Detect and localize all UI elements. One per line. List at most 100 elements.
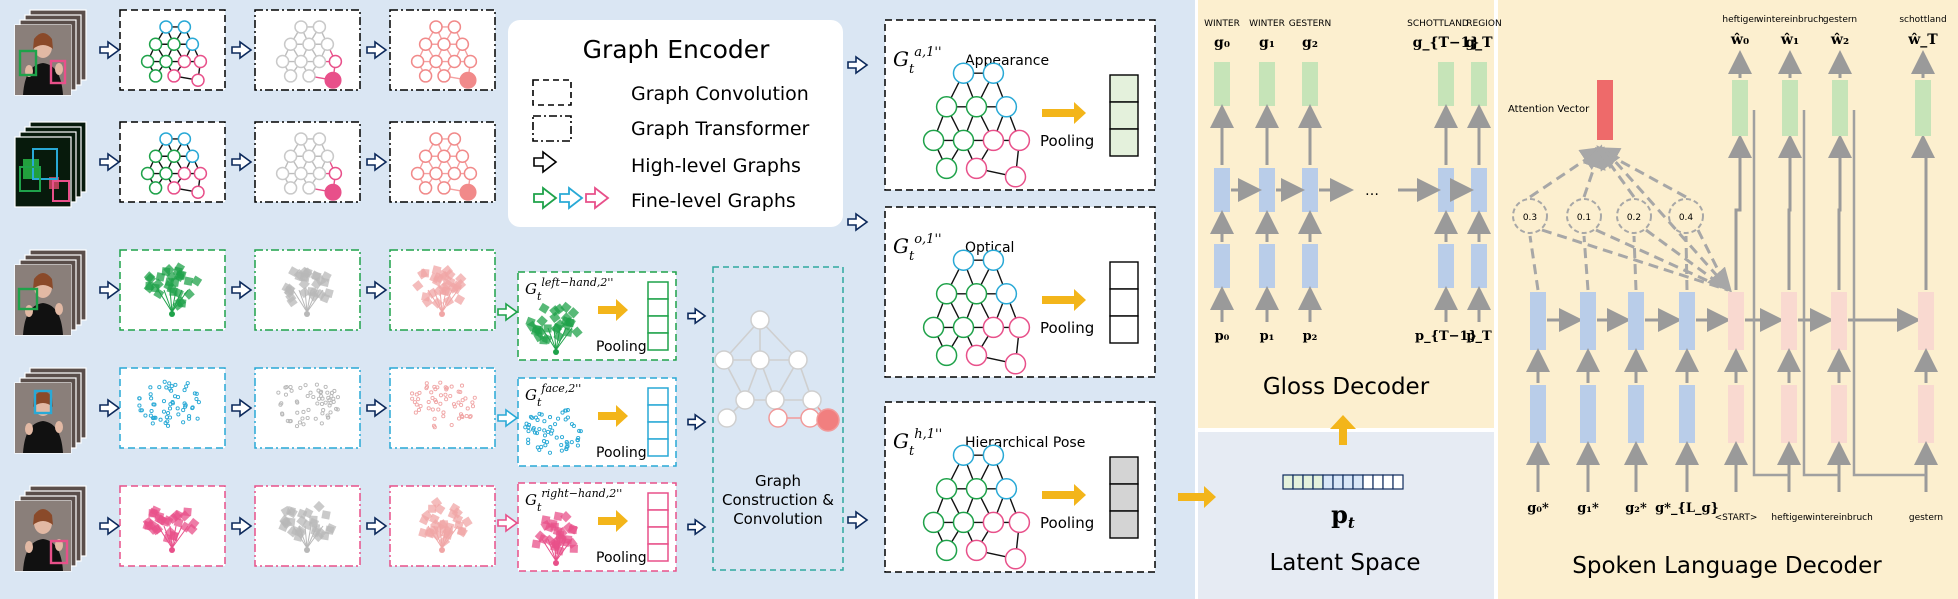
graph-node: [459, 71, 477, 89]
keypoint: [320, 411, 325, 416]
gloss-hidden-cell: [1214, 168, 1230, 212]
graph-node: [294, 166, 308, 181]
pooled-feature-cell: [1109, 74, 1139, 103]
output-word: schottland: [1899, 15, 1946, 25]
keypoint-link: [292, 289, 308, 313]
graph-node: [995, 96, 1018, 118]
fine-level-graph-box: Gtright−hand,2''Pooling: [497, 482, 707, 572]
gloss-ellipsis: …: [1365, 183, 1379, 199]
keypoint: [294, 271, 305, 282]
decoder-input-cell: [1831, 385, 1847, 443]
symbol-base: G: [893, 234, 909, 258]
keypoint: [547, 415, 553, 420]
high-graph-symbol: Gto,1'': [893, 232, 942, 264]
keypoint: [157, 385, 162, 390]
keypoint: [298, 278, 310, 290]
keypoint: [553, 349, 559, 355]
attention-link: [1595, 228, 1729, 292]
flow-arrow-icon: [231, 280, 253, 300]
graph-node: [159, 132, 173, 146]
output-cell: [1732, 80, 1748, 136]
keypoint: [560, 312, 573, 324]
symbol-sup: face,2'': [540, 382, 581, 395]
graph-node: [193, 166, 208, 181]
keypoint-link: [541, 538, 557, 562]
signer-hair: [33, 273, 53, 289]
attention-weight-node: [1512, 198, 1548, 234]
pooled-feature-cell: [647, 421, 669, 440]
graph-node: [429, 132, 443, 146]
graph-node: [935, 539, 958, 562]
up-arrow-icon: [1330, 415, 1356, 445]
keypoint: [539, 336, 548, 345]
keypoint: [533, 430, 538, 435]
keypoint-link: [439, 289, 443, 313]
graph-node: [982, 129, 1005, 152]
symbol-sup: right−hand,2'': [541, 487, 622, 500]
keypoint: [167, 381, 172, 386]
keypoint-link: [169, 525, 173, 549]
keypoint-link: [555, 327, 573, 351]
latent-cell: [1302, 474, 1314, 490]
keypoint: [438, 380, 443, 385]
latent-cell: [1342, 474, 1354, 490]
keypoint: [412, 400, 417, 405]
legend-title: Graph Encoder: [583, 35, 771, 64]
keypoint-link: [441, 289, 459, 313]
graph-node: [312, 54, 327, 69]
encoder-input-cell: [1530, 385, 1546, 443]
keypoint: [166, 411, 171, 416]
keypoint: [470, 400, 475, 405]
graph-node: [302, 181, 316, 195]
keypoint: [578, 429, 583, 434]
keypoint-link: [553, 327, 557, 351]
keypoint: [173, 517, 184, 528]
graph-node: [324, 183, 342, 201]
signer-hand: [55, 63, 63, 75]
decoder-step: wintereinbruch: [1805, 134, 1921, 523]
symbol-sup: a,1'': [914, 45, 941, 60]
graph-node: [302, 149, 316, 163]
keypoint: [148, 413, 153, 418]
attention-weight: 0.1: [1577, 213, 1591, 223]
attention-weight: 0.4: [1679, 213, 1694, 223]
attention-link: [1528, 235, 1540, 291]
keypoint: [531, 539, 541, 549]
graph-node: [191, 185, 205, 199]
graph-node: [1004, 548, 1027, 570]
keypoint: [419, 514, 430, 526]
keypoint: [307, 287, 317, 296]
keypoint: [299, 287, 311, 299]
graph-node: [952, 444, 975, 466]
keypoint-link: [441, 289, 453, 313]
flow-arrow-icon: [99, 398, 121, 418]
flow-arrow-icon: [231, 398, 253, 418]
keypoint: [139, 408, 144, 413]
roi-box: [32, 148, 58, 180]
keypoint: [563, 408, 568, 413]
graph-node: [768, 408, 788, 428]
flow-arrow-icon: [231, 40, 253, 60]
keypoint: [433, 398, 438, 403]
graph-node: [191, 73, 205, 87]
keypoint: [325, 413, 330, 418]
graph-node: [750, 350, 770, 370]
keypoint-link: [541, 327, 557, 351]
keypoint-link: [171, 289, 183, 313]
pooled-feature-cell: [647, 438, 669, 457]
graph-node: [765, 390, 785, 410]
graph-node: [447, 166, 462, 181]
graph-node: [447, 54, 462, 69]
graph-node: [283, 69, 298, 83]
keypoint: [433, 387, 438, 392]
graph-node: [275, 166, 290, 181]
keypoint: [565, 408, 570, 413]
keypoint: [294, 527, 307, 539]
keypoint: [468, 414, 473, 419]
keypoint: [463, 396, 468, 401]
gloss-output-symbol: g_T: [1465, 35, 1493, 51]
keypoint: [313, 416, 318, 421]
keypoint: [335, 407, 340, 412]
keypoint-link: [306, 525, 318, 549]
